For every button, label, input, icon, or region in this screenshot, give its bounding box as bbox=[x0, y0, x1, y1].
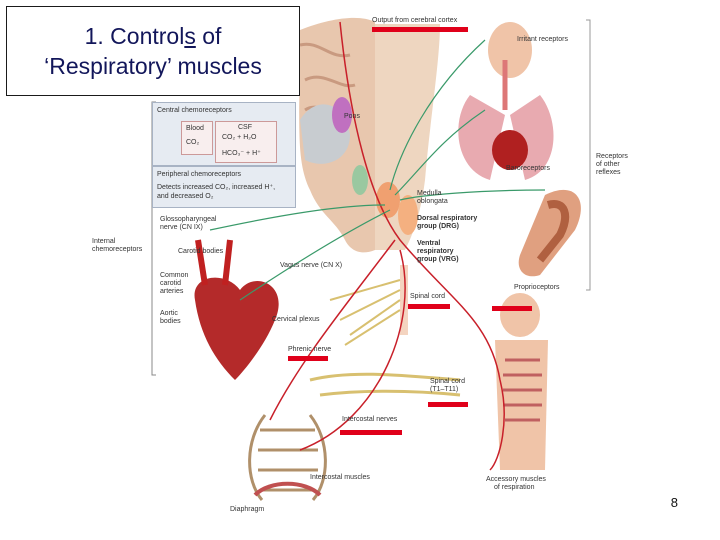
label-common-3: arteries bbox=[160, 288, 183, 296]
label-pons: Pons bbox=[344, 113, 360, 121]
label-vrg-3: group (VRG) bbox=[417, 256, 459, 264]
other-reflex-bracket bbox=[586, 20, 590, 290]
highlight-bar-accessory bbox=[492, 306, 532, 311]
label-spinal-cord: Spinal cord bbox=[410, 293, 445, 301]
highlight-bar-cortex bbox=[372, 27, 468, 32]
label-phrenic: Phrenic nerve bbox=[288, 346, 331, 354]
label-aortic-2: bodies bbox=[160, 318, 181, 326]
vrg-region bbox=[398, 195, 418, 235]
title-line-2: ‘Respiratory’ muscles bbox=[44, 51, 262, 81]
csf-box: CSF CO₂ + H₂O HCO₃⁻ + H⁺ bbox=[215, 121, 277, 163]
label-carotid-bodies: Carotid bodies bbox=[178, 248, 223, 256]
drg-region bbox=[376, 182, 400, 218]
label-common-2: carotid bbox=[160, 280, 181, 288]
title-line-1: 1. Controls of bbox=[85, 21, 222, 51]
label-accessory-1: Accessory muscles bbox=[486, 476, 546, 484]
highlight-bar-intercostal bbox=[340, 430, 402, 435]
label-drg-2: group (DRG) bbox=[417, 223, 459, 231]
head-figure bbox=[488, 22, 532, 78]
highlight-bar-spinal-t bbox=[428, 402, 468, 407]
medulla-green bbox=[352, 165, 368, 195]
label-intercostal-nerves: Intercostal nerves bbox=[342, 416, 397, 424]
label-proprioceptors: Proprioceptors bbox=[514, 284, 560, 292]
label-diaphragm: Diaphragm bbox=[230, 506, 264, 514]
label-accessory-2: of respiration bbox=[494, 484, 534, 492]
label-receptors-other-3: reflexes bbox=[596, 169, 621, 177]
label-spinal-cord-t: Spinal cord bbox=[430, 378, 465, 386]
heart bbox=[195, 278, 279, 380]
label-receptors-other-2: of other bbox=[596, 161, 620, 169]
body-head bbox=[500, 293, 540, 337]
blood-box: Blood CO₂ bbox=[181, 121, 213, 155]
label-baroreceptors: Baroreceptors bbox=[506, 165, 550, 173]
label-internal-2: chemoreceptors bbox=[92, 246, 142, 254]
label-receptors-other-1: Receptors bbox=[596, 153, 628, 161]
title-underlined-s: s bbox=[184, 23, 196, 49]
label-irritant: Irritant receptors bbox=[517, 36, 568, 44]
peripheral-chemoreceptors-box: Peripheral chemoreceptors Detects increa… bbox=[152, 166, 296, 208]
label-output-cortex: Output from cerebral cortex bbox=[372, 17, 457, 25]
label-internal-1: Internal bbox=[92, 238, 115, 246]
label-t-range: (T1–T11) bbox=[430, 386, 458, 394]
highlight-bar-phrenic bbox=[288, 356, 328, 361]
label-drg-1: Dorsal respiratory bbox=[417, 215, 477, 223]
ribcage bbox=[250, 415, 326, 500]
label-vagus: Vagus nerve (CN X) bbox=[280, 262, 342, 270]
highlight-bar-spinal bbox=[408, 304, 450, 309]
label-cervical-plexus: Cervical plexus bbox=[272, 316, 319, 324]
label-medulla-1: Medulla bbox=[417, 190, 442, 198]
label-intercostal-muscles: Intercostal muscles bbox=[310, 474, 370, 482]
label-glosso-2: nerve (CN IX) bbox=[160, 224, 203, 232]
central-chemoreceptors-box: Central chemoreceptors Blood CO₂ CSF CO₂… bbox=[152, 102, 296, 166]
central-chemo-label: Central chemoreceptors bbox=[157, 107, 232, 115]
slide-title: 1. Controls of ‘Respiratory’ muscles bbox=[6, 6, 300, 96]
label-vrg-2: respiratory bbox=[417, 248, 454, 256]
label-medulla-2: oblongata bbox=[417, 198, 448, 206]
label-common-1: Common bbox=[160, 272, 188, 280]
label-vrg-1: Ventral bbox=[417, 240, 440, 248]
heart-small bbox=[492, 130, 528, 170]
label-glosso-1: Glossopharyngeal bbox=[160, 216, 216, 224]
label-aortic-1: Aortic bbox=[160, 310, 178, 318]
page-number: 8 bbox=[671, 495, 678, 510]
